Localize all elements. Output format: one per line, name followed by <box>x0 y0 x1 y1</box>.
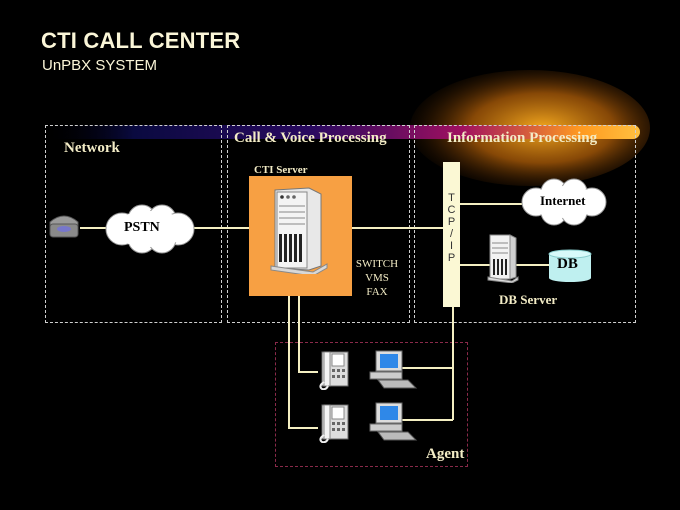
switch-label: SWITCH <box>355 258 399 270</box>
connector-line <box>298 270 300 372</box>
agent-section <box>275 342 468 467</box>
telephone-icon <box>49 215 79 238</box>
page-subtitle: UnPBX SYSTEM <box>42 57 158 74</box>
db-server-label: DB Server <box>499 292 558 307</box>
pstn-label: PSTN <box>124 220 160 235</box>
connector-line <box>288 427 318 429</box>
call-voice-section <box>227 125 410 323</box>
cti-server-label: CTI Server <box>254 164 308 176</box>
pstn-cloud-icon <box>105 204 195 254</box>
page-title: CTI CALL CENTER <box>41 28 241 53</box>
call-voice-header: Call & Voice Processing <box>234 130 387 146</box>
connector-line <box>288 270 290 428</box>
internet-cloud-icon <box>521 178 607 226</box>
network-section <box>45 125 222 323</box>
switch-vms-fax-label: SWITCH VMS FAX <box>352 257 402 299</box>
db-label: DB <box>557 256 578 272</box>
connector-line <box>298 371 318 373</box>
information-header: Information Processing <box>447 130 598 146</box>
agent-computer-icon <box>369 402 418 441</box>
agent-phone-icon <box>319 351 349 390</box>
connector-line <box>452 305 454 420</box>
db-cylinder-icon <box>548 249 592 282</box>
db-server-icon <box>487 234 519 283</box>
agent-computer-icon <box>369 350 418 389</box>
connector-line <box>400 367 453 369</box>
internet-label: Internet <box>540 193 586 208</box>
connector-line <box>459 203 524 205</box>
connector-line <box>400 419 453 421</box>
network-header: Network <box>64 140 120 156</box>
vms-label: VMS <box>365 272 389 284</box>
cti-server-icon <box>270 187 328 274</box>
tcpip-bus: T C P / I P <box>443 162 460 307</box>
fax-label: FAX <box>366 286 388 298</box>
agent-phone-icon <box>319 404 349 443</box>
agent-header: Agent <box>426 446 465 462</box>
information-section <box>414 125 636 323</box>
